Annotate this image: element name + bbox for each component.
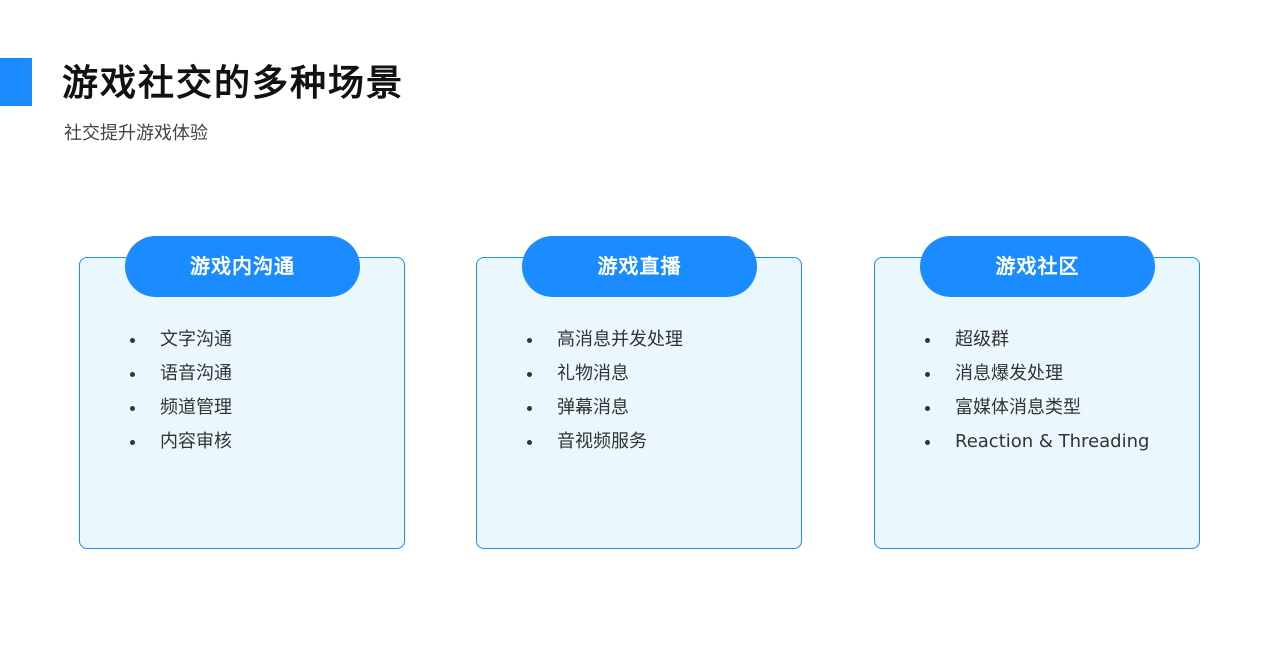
card-title-pill: 游戏内沟通 (125, 236, 360, 297)
list-item: 消息爆发处理 (923, 362, 1149, 396)
list-item: 弹幕消息 (525, 396, 683, 430)
list-item: 超级群 (923, 328, 1149, 362)
bullet-icon (925, 372, 930, 377)
list-item-label: 频道管理 (160, 397, 232, 418)
list-item: 高消息并发处理 (525, 328, 683, 362)
bullet-icon (130, 440, 135, 445)
bullet-icon (527, 338, 532, 343)
page-subtitle: 社交提升游戏体验 (64, 123, 208, 144)
list-item-label: 音视频服务 (557, 431, 647, 452)
list-item: 语音沟通 (128, 362, 232, 396)
bullet-icon (925, 440, 930, 445)
bullet-icon (527, 372, 532, 377)
card-game-live-streaming: 游戏直播 高消息并发处理 礼物消息 弹幕消息 音视频服务 (476, 236, 802, 549)
list-item: 音视频服务 (525, 430, 683, 464)
card-title-pill: 游戏社区 (920, 236, 1155, 297)
list-item-label: 富媒体消息类型 (955, 397, 1081, 418)
card-title-pill: 游戏直播 (522, 236, 757, 297)
list-item: 内容审核 (128, 430, 232, 464)
feature-list: 高消息并发处理 礼物消息 弹幕消息 音视频服务 (525, 328, 683, 464)
bullet-icon (925, 406, 930, 411)
feature-list: 文字沟通 语音沟通 频道管理 内容审核 (128, 328, 232, 464)
bullet-icon (925, 338, 930, 343)
bullet-icon (527, 406, 532, 411)
list-item-label: 弹幕消息 (557, 397, 629, 418)
list-item-label: 超级群 (955, 329, 1009, 350)
list-item-label: 内容审核 (160, 431, 232, 452)
bullet-icon (130, 406, 135, 411)
list-item-label: 文字沟通 (160, 329, 232, 350)
bullet-icon (130, 338, 135, 343)
list-item: 礼物消息 (525, 362, 683, 396)
list-item: 富媒体消息类型 (923, 396, 1149, 430)
bullet-icon (527, 440, 532, 445)
bullet-icon (130, 372, 135, 377)
list-item-label: 礼物消息 (557, 363, 629, 384)
list-item: Reaction & Threading (923, 430, 1149, 464)
list-item-label: 语音沟通 (160, 363, 232, 384)
card-in-game-communication: 游戏内沟通 文字沟通 语音沟通 频道管理 内容审核 (79, 236, 405, 549)
feature-list: 超级群 消息爆发处理 富媒体消息类型 Reaction & Threading (923, 328, 1149, 464)
list-item-label: 消息爆发处理 (955, 363, 1063, 384)
list-item: 文字沟通 (128, 328, 232, 362)
title-accent-bar (0, 58, 32, 106)
page-title: 游戏社交的多种场景 (62, 63, 405, 104)
list-item-label: Reaction & Threading (955, 431, 1150, 452)
list-item: 频道管理 (128, 396, 232, 430)
list-item-label: 高消息并发处理 (557, 329, 683, 350)
card-game-community: 游戏社区 超级群 消息爆发处理 富媒体消息类型 Reaction & Threa… (874, 236, 1200, 549)
